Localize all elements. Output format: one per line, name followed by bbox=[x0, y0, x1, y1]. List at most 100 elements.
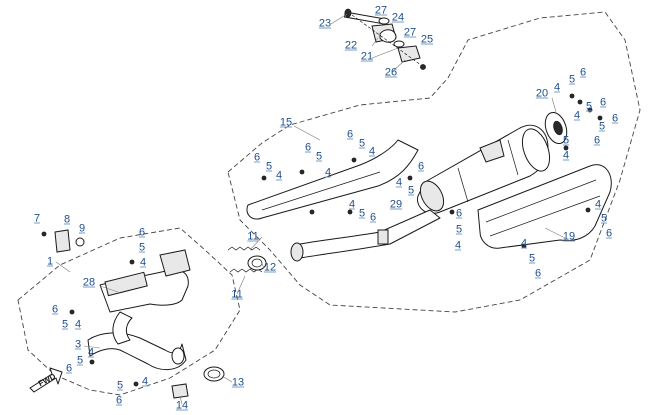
callout-5[interactable]: 5 bbox=[562, 134, 570, 147]
hanger-bracket bbox=[397, 45, 421, 63]
callout-25[interactable]: 25 bbox=[420, 33, 434, 46]
callout-4[interactable]: 4 bbox=[324, 166, 332, 179]
muffler-assembly-outline bbox=[227, 11, 641, 313]
callout-6[interactable]: 6 bbox=[51, 303, 59, 316]
hanger-bolt-head bbox=[344, 8, 352, 18]
gasket-13-inner bbox=[207, 369, 221, 379]
callout-4[interactable]: 4 bbox=[74, 318, 82, 331]
callout-11[interactable]: 11 bbox=[231, 288, 243, 301]
callout-5[interactable]: 5 bbox=[455, 223, 463, 236]
callout-23[interactable]: 23 bbox=[318, 17, 332, 30]
callout-4[interactable]: 4 bbox=[454, 239, 462, 252]
callout-28[interactable]: 28 bbox=[82, 276, 96, 289]
heat-shield bbox=[477, 164, 612, 249]
callout-27[interactable]: 27 bbox=[403, 26, 417, 39]
callout-5[interactable]: 5 bbox=[600, 212, 608, 225]
mid-heat-shield-edge bbox=[261, 171, 381, 211]
callout-6[interactable]: 6 bbox=[611, 112, 619, 125]
callout-1[interactable]: 1 bbox=[46, 255, 54, 268]
callout-4[interactable]: 4 bbox=[368, 145, 376, 158]
leader-lines bbox=[55, 13, 566, 405]
callout-13[interactable]: 13 bbox=[231, 376, 245, 389]
mid-heat-shield bbox=[246, 139, 419, 220]
callout-4[interactable]: 4 bbox=[87, 346, 95, 359]
spring-upper bbox=[227, 246, 261, 251]
callout-9[interactable]: 9 bbox=[78, 222, 86, 235]
callout-26[interactable]: 26 bbox=[384, 66, 398, 79]
hanger-nut bbox=[420, 64, 426, 70]
callout-6[interactable]: 6 bbox=[115, 394, 123, 407]
callout-5[interactable]: 5 bbox=[315, 150, 323, 163]
callout-4[interactable]: 4 bbox=[395, 176, 403, 189]
callout-5[interactable]: 5 bbox=[598, 120, 606, 133]
callout-6[interactable]: 6 bbox=[253, 151, 261, 164]
callout-12[interactable]: 12 bbox=[263, 261, 277, 274]
muffler bbox=[416, 124, 551, 214]
fwd-arrow bbox=[29, 367, 63, 393]
muffler-inlet-end bbox=[419, 180, 445, 212]
callout-4[interactable]: 4 bbox=[275, 169, 283, 182]
gasket-13 bbox=[203, 366, 225, 382]
callout-3[interactable]: 3 bbox=[74, 338, 82, 351]
callout-4[interactable]: 4 bbox=[348, 198, 356, 211]
callout-6[interactable]: 6 bbox=[599, 96, 607, 109]
callout-24[interactable]: 24 bbox=[391, 11, 405, 24]
callout-4[interactable]: 4 bbox=[573, 109, 581, 122]
callout-6[interactable]: 6 bbox=[346, 128, 354, 141]
hanger-axis bbox=[351, 14, 426, 69]
heat-shield-rib bbox=[485, 179, 601, 237]
callout-6[interactable]: 6 bbox=[304, 141, 312, 154]
callout-4[interactable]: 4 bbox=[562, 149, 570, 162]
callout-6[interactable]: 6 bbox=[593, 134, 601, 147]
header-pipe-lower bbox=[87, 332, 187, 370]
callout-19[interactable]: 19 bbox=[562, 230, 576, 243]
callout-6[interactable]: 6 bbox=[369, 211, 377, 224]
callout-22[interactable]: 22 bbox=[344, 39, 358, 52]
callout-27[interactable]: 27 bbox=[374, 4, 388, 17]
end-cap-center bbox=[553, 120, 563, 136]
muffler-band bbox=[457, 139, 519, 203]
callout-5[interactable]: 5 bbox=[116, 379, 124, 392]
callout-6[interactable]: 6 bbox=[138, 226, 146, 239]
callout-5[interactable]: 5 bbox=[568, 73, 576, 86]
hanger-washer-b bbox=[393, 40, 405, 48]
callout-4[interactable]: 4 bbox=[594, 198, 602, 211]
callout-21[interactable]: 21 bbox=[360, 50, 374, 63]
callout-5[interactable]: 5 bbox=[585, 100, 593, 113]
callout-6[interactable]: 6 bbox=[65, 362, 73, 375]
callout-6[interactable]: 6 bbox=[579, 66, 587, 79]
callout-6[interactable]: 6 bbox=[455, 207, 463, 220]
callout-5[interactable]: 5 bbox=[358, 207, 366, 220]
callout-4[interactable]: 4 bbox=[139, 256, 147, 269]
callout-7[interactable]: 7 bbox=[33, 212, 41, 225]
header-bracket bbox=[159, 249, 191, 277]
callout-15[interactable]: 15 bbox=[279, 116, 293, 129]
callout-4[interactable]: 4 bbox=[520, 237, 528, 250]
callout-5[interactable]: 5 bbox=[528, 252, 536, 265]
callout-5[interactable]: 5 bbox=[138, 241, 146, 254]
hanger-washer-a bbox=[378, 17, 390, 25]
callout-11[interactable]: 11 bbox=[247, 230, 259, 243]
callout-8[interactable]: 8 bbox=[63, 213, 71, 226]
callout-5[interactable]: 5 bbox=[407, 184, 415, 197]
callout-5[interactable]: 5 bbox=[61, 318, 69, 331]
callout-5[interactable]: 5 bbox=[76, 354, 84, 367]
callout-20[interactable]: 20 bbox=[535, 87, 549, 100]
header-flange bbox=[171, 347, 185, 365]
callout-5[interactable]: 5 bbox=[265, 160, 273, 173]
spring-gasket-group bbox=[227, 246, 267, 273]
callout-29[interactable]: 29 bbox=[389, 198, 403, 211]
callout-6[interactable]: 6 bbox=[534, 267, 542, 280]
callout-4[interactable]: 4 bbox=[553, 81, 561, 94]
fastener-dots bbox=[41, 93, 603, 387]
callout-4[interactable]: 4 bbox=[141, 375, 149, 388]
callout-14[interactable]: 14 bbox=[175, 399, 189, 412]
link-pipe-flange bbox=[290, 242, 304, 262]
callout-6[interactable]: 6 bbox=[417, 160, 425, 173]
callout-6[interactable]: 6 bbox=[605, 227, 613, 240]
link-pipe bbox=[294, 209, 441, 259]
callout-5[interactable]: 5 bbox=[358, 137, 366, 150]
bracket-14 bbox=[171, 383, 189, 399]
